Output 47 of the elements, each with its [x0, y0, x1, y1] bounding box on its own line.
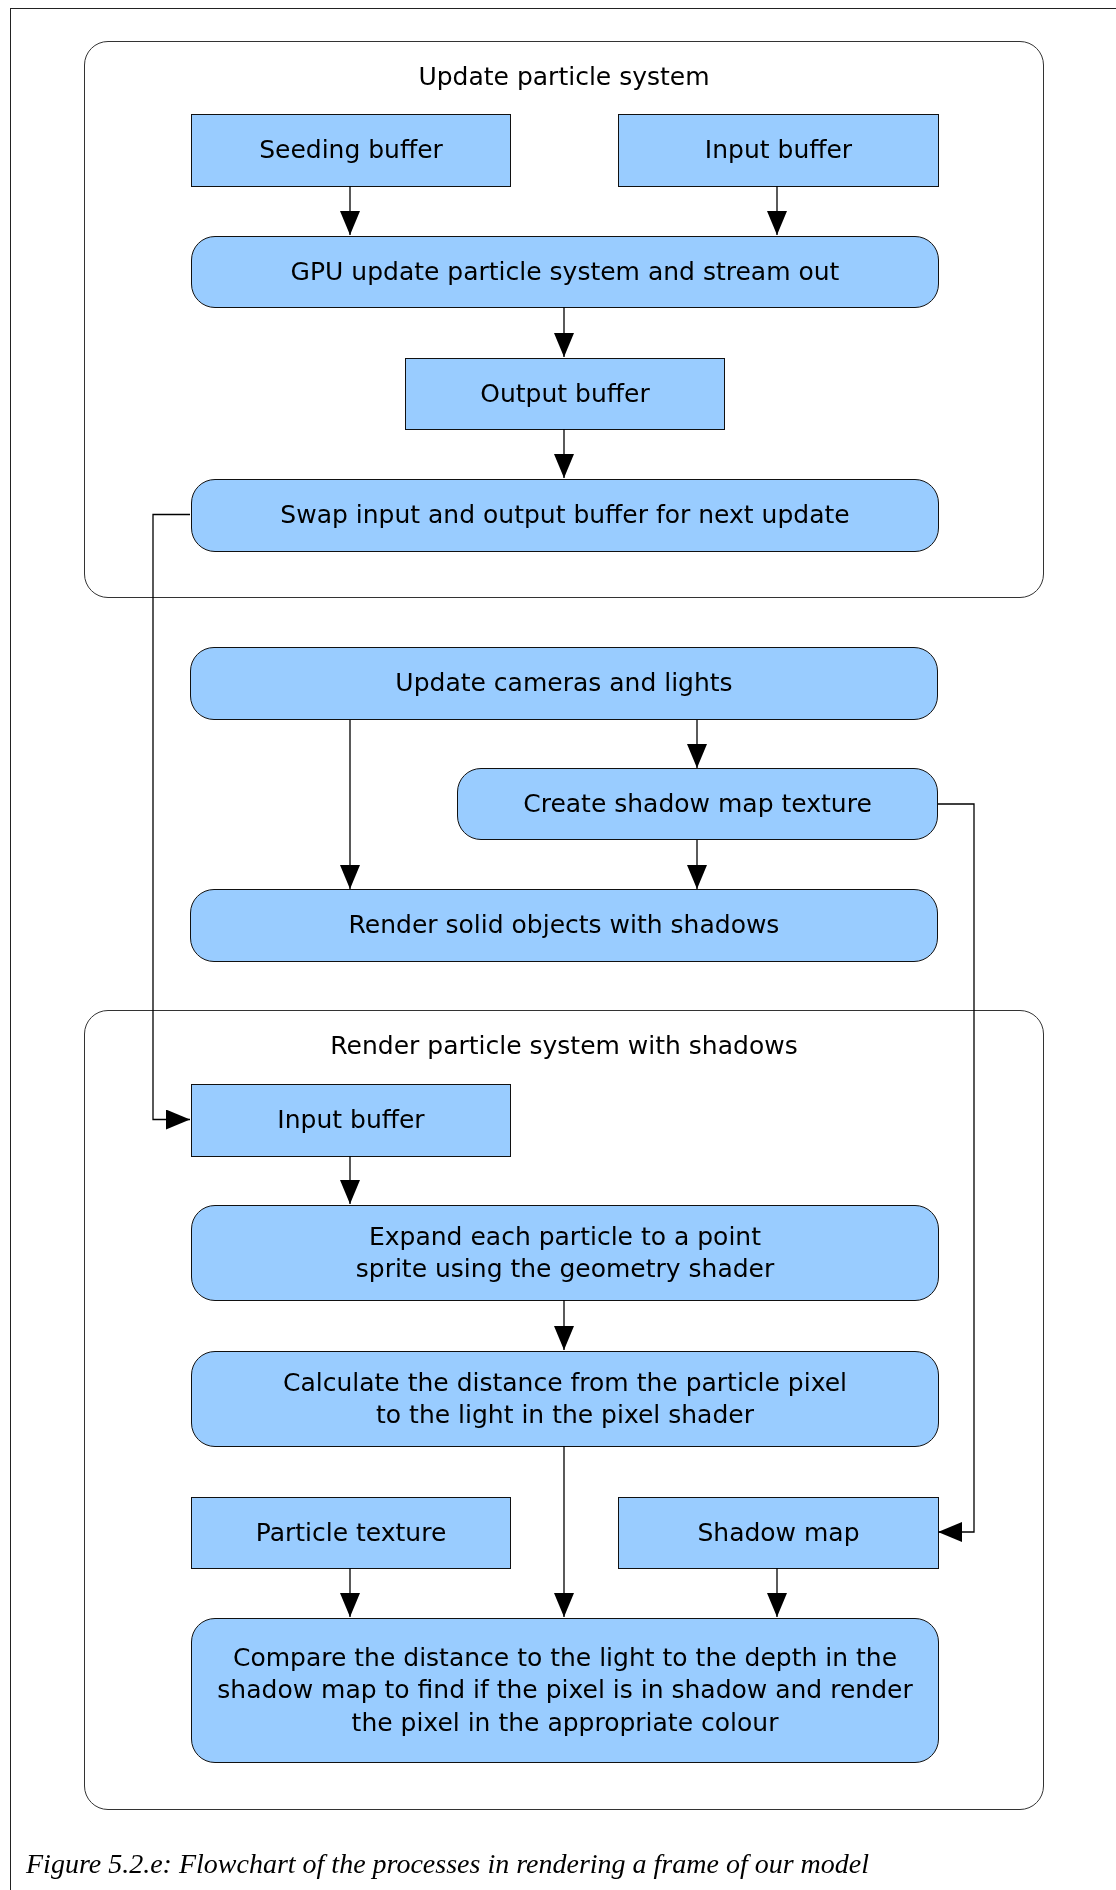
process-box — [190, 889, 938, 962]
box-label: GPU update particle system and stream out — [290, 255, 840, 288]
arrow — [767, 1567, 787, 1618]
process-box — [457, 768, 938, 840]
process-box — [191, 1205, 939, 1301]
process-box — [191, 236, 939, 308]
process-box — [191, 1351, 939, 1447]
arrow — [687, 719, 707, 769]
group-frame — [84, 1010, 1044, 1810]
buffer-box — [405, 358, 725, 430]
buffer-box — [191, 114, 511, 187]
arrow — [340, 185, 360, 236]
process-box — [191, 1618, 939, 1763]
box-label: Calculate the distance from the particle pixel to the light in the pixel shader — [281, 1366, 849, 1431]
group-frame — [84, 41, 1044, 598]
arrow — [340, 1155, 360, 1205]
arrow — [554, 428, 574, 479]
process-box — [190, 647, 938, 720]
figure-caption: Figure 5.2.e: Flowchart of the processes in rendering a frame of our model — [26, 1848, 869, 1880]
arrow — [554, 1445, 574, 1618]
box-label: Particle texture — [255, 1516, 447, 1549]
process-box — [191, 479, 939, 552]
box-label: Seeding buffer — [259, 134, 443, 167]
arrow — [937, 803, 975, 1542]
arrow — [340, 719, 360, 890]
group-title: Render particle system with shadows — [329, 1031, 799, 1060]
buffer-box — [191, 1497, 511, 1569]
group-title: Update particle system — [417, 62, 711, 91]
arrow — [340, 1567, 360, 1618]
buffer-box — [618, 1497, 939, 1569]
box-label: Expand each particle to a point sprite using the geometry shader — [354, 1220, 776, 1285]
arrow — [767, 185, 787, 236]
buffer-box — [618, 114, 939, 187]
arrow — [554, 1299, 574, 1351]
box-label: Input buffer — [277, 1104, 425, 1137]
box-label: Input buffer — [704, 134, 853, 167]
box-label: Compare the distance to the light to the depth in the shadow map to find if the pixel is in shadow and render the pixel in the appropriate colour — [216, 1641, 914, 1739]
box-label: Render solid objects with shadows — [348, 909, 780, 942]
arrow — [554, 306, 574, 358]
buffer-box — [191, 1084, 511, 1157]
arrow — [687, 839, 707, 890]
box-label: Create shadow map texture — [523, 787, 872, 820]
arrow — [152, 513, 191, 1130]
box-label: Shadow map — [697, 1516, 860, 1549]
box-label: Update cameras and lights — [395, 667, 733, 700]
box-label: Swap input and output buffer for next update — [280, 499, 850, 532]
box-label: Output buffer — [480, 377, 650, 410]
